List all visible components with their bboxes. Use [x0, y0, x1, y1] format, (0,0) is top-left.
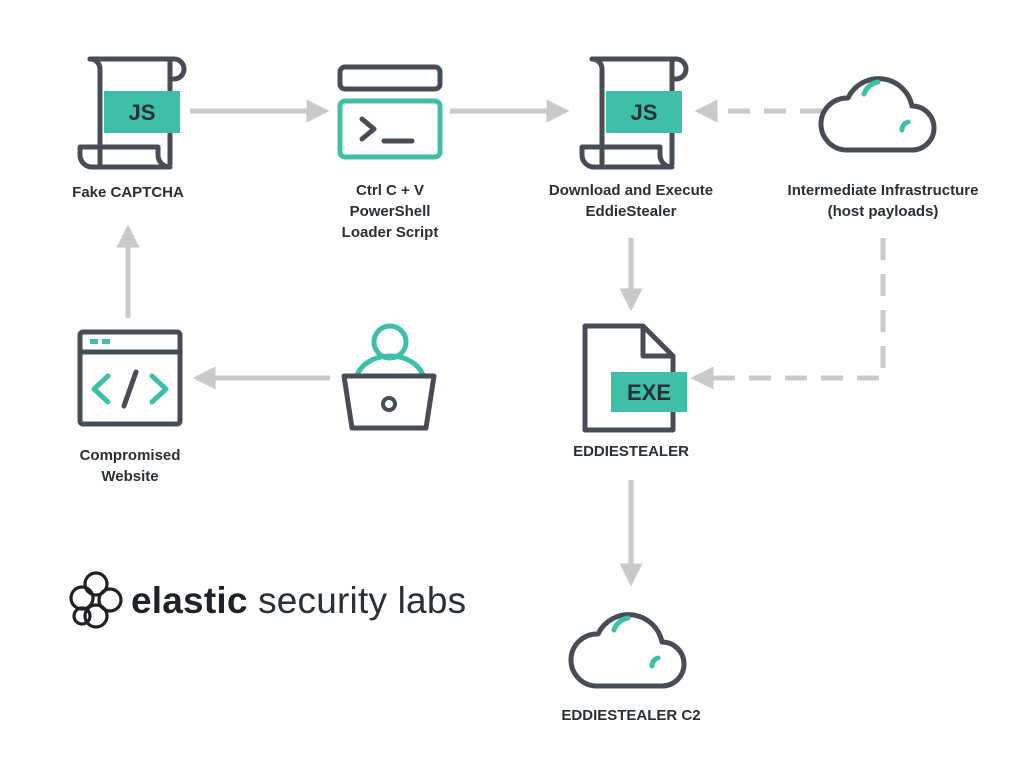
elastic-logo-icon [69, 571, 123, 629]
js-badge-label: JS [129, 100, 156, 125]
label-line: Fake CAPTCHA [72, 184, 184, 201]
cloud-icon [818, 76, 937, 153]
label-line: Download and Execute [548, 182, 714, 199]
label-line: EddieStealer [585, 203, 677, 220]
logo-product: security labs [258, 580, 467, 621]
logo-brand: elastic [131, 580, 248, 621]
js-scroll-icon: JS [77, 56, 187, 170]
label-line: (host payloads) [827, 203, 939, 220]
label-line: Website [101, 468, 159, 485]
exe-badge-label: EXE [627, 380, 671, 405]
label-line: EDDIESTEALER C2 [561, 707, 701, 724]
label-line: EDDIESTEALER [573, 443, 689, 460]
label-line: Ctrl C + V [356, 182, 424, 199]
node-label-download-execute: Download and Execute EddieStealer [549, 180, 713, 222]
node-label-fake-captcha: Fake CAPTCHA [72, 182, 184, 203]
node-label-eddiestealer-c2: EDDIESTEALER C2 [561, 705, 700, 726]
exe-file-icon: EXE [582, 323, 687, 433]
label-line: Loader Script [341, 224, 439, 241]
user-laptop-icon [341, 323, 437, 431]
js-badge-label: JS [631, 100, 658, 125]
cloud-icon [568, 612, 687, 689]
label-line: Intermediate Infrastructure [787, 182, 979, 199]
label-line: Compromised [79, 447, 181, 464]
code-window-icon [77, 329, 183, 427]
node-label-compromised-website: Compromised Website [80, 445, 181, 487]
js-scroll-icon: JS [579, 56, 689, 170]
edge-infra-to-exe [690, 238, 886, 390]
terminal-icon [337, 64, 443, 160]
logo-wordmark: elastic security labs [131, 578, 466, 624]
label-line: PowerShell [349, 203, 431, 220]
edges [116, 99, 886, 587]
node-label-eddiestealer: EDDIESTEALER [573, 441, 689, 462]
node-label-intermediate-infrastructure: Intermediate Infrastructure (host payloa… [788, 180, 979, 222]
node-label-loader-script: Ctrl C + V PowerShell Loader Script [342, 180, 439, 243]
